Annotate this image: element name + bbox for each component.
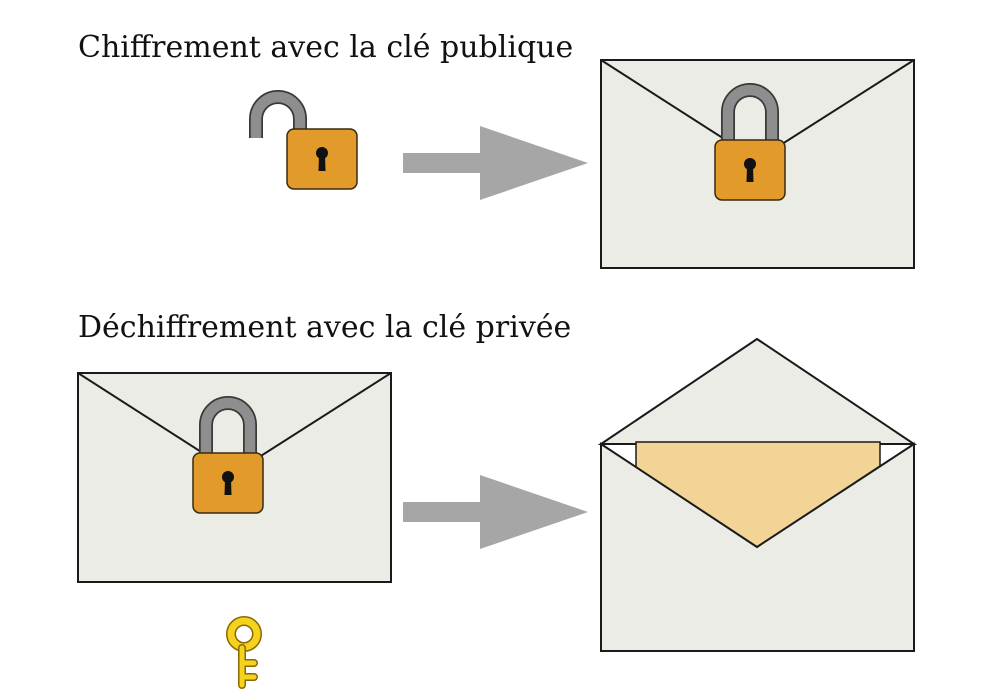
arrow-right-icon [403, 126, 588, 200]
open-padlock-icon [249, 90, 358, 190]
closed-envelope-icon [600, 59, 915, 269]
decryption-caption: Déchiffrement avec la clé privée [78, 310, 572, 345]
arrow-right-icon [403, 475, 588, 549]
key-icon [226, 616, 262, 689]
open-envelope-icon [597, 337, 918, 652]
encryption-caption: Chiffrement avec la clé publique [78, 30, 574, 65]
